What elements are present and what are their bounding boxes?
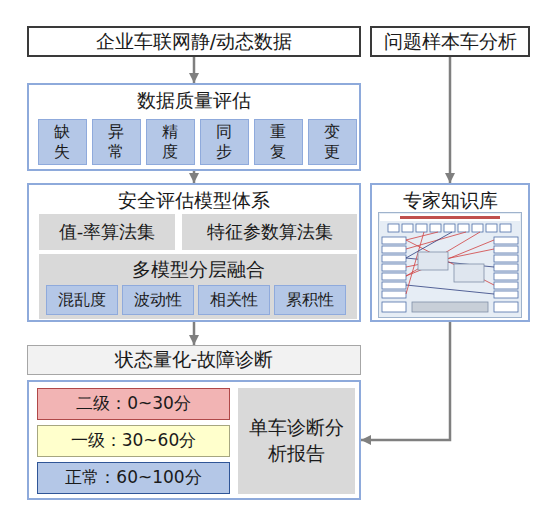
- box-label: 同步: [216, 122, 233, 162]
- box-label: 异常: [108, 122, 125, 162]
- box-label: 混乱度: [58, 291, 106, 309]
- box-label: 变更: [324, 122, 341, 162]
- level-box: 一级：30~60分: [37, 425, 230, 457]
- check-chip: 重复: [254, 119, 303, 165]
- box-label: 重复: [270, 122, 287, 162]
- stage-group: 安全评估模型体系值-率算法集 特征参数算法集多模型分层融合混乱度 波动性 相关性 累积性: [27, 183, 361, 322]
- check-chip: 同步: [200, 119, 249, 165]
- metric-box: 相关性: [198, 285, 270, 315]
- box-label: 累积性: [286, 291, 334, 309]
- algorithm-box: 值-率算法集: [39, 214, 175, 250]
- group-heading: 安全评估模型体系: [29, 190, 359, 212]
- stage-group: 数据质量评估缺失异常精度同步重复变更: [27, 83, 361, 171]
- group-heading: 状态量化-故障诊断: [27, 345, 361, 375]
- box-label: 问题样本车分析: [384, 31, 517, 53]
- level-box: 正常：60~100分: [37, 462, 230, 494]
- box-label: 一级：30~60分: [71, 431, 197, 451]
- box-label: 精度: [162, 122, 179, 162]
- box-label: 相关性: [210, 291, 258, 309]
- box-label: 值-率算法集: [59, 222, 156, 243]
- level-box: 二级：0~30分: [37, 388, 230, 420]
- flow-arrow: [193, 57, 196, 83]
- flow-arrow: [361, 322, 450, 440]
- flow-arrow: [193, 322, 196, 345]
- group-heading: 多模型分层融合: [39, 259, 357, 281]
- report-box: 单车诊断分析报告: [238, 388, 355, 494]
- source-box: 问题样本车分析: [370, 26, 530, 57]
- group-heading: 专家知识库: [372, 190, 528, 212]
- box-label: 正常：60~100分: [65, 468, 201, 488]
- metric-box: 波动性: [122, 285, 194, 315]
- box-label: 单车诊断分析报告: [248, 415, 345, 466]
- box-label: 波动性: [134, 291, 182, 309]
- check-chip: 精度: [146, 119, 195, 165]
- check-chip: 变更: [308, 119, 357, 165]
- box-label: 特征参数算法集: [207, 222, 333, 243]
- flow-arrow: [193, 171, 196, 183]
- check-chip: 缺失: [38, 119, 87, 165]
- metric-box: 混乱度: [46, 285, 118, 315]
- knowledge-box: 专家知识库: [370, 183, 530, 322]
- box-label: 缺失: [54, 122, 71, 162]
- algorithm-box: 特征参数算法集: [182, 214, 357, 250]
- knowledge-illustration: [378, 212, 522, 318]
- box-label: 二级：0~30分: [76, 394, 191, 414]
- box-label: 企业车联网静/动态数据: [96, 31, 292, 53]
- group-heading: 数据质量评估: [29, 90, 359, 112]
- flow-arrow: [449, 57, 452, 183]
- metric-box: 累积性: [274, 285, 346, 315]
- fusion-group: 多模型分层融合混乱度 波动性 相关性 累积性: [39, 254, 357, 319]
- diagnosis-group: 状态量化-故障诊断二级：0~30分一级：30~60分正常：60~100分 单车诊断…: [27, 345, 361, 500]
- check-chip: 异常: [92, 119, 141, 165]
- source-box: 企业车联网静/动态数据: [27, 26, 361, 57]
